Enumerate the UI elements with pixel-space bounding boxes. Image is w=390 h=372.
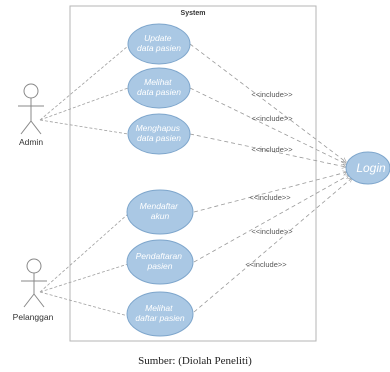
admin-associations xyxy=(39,45,129,135)
include-arrow-uc5 xyxy=(193,175,349,263)
use-case-melihat-data-pasien: Melihat data pasien xyxy=(127,67,191,109)
assoc-pelanggan-uc4 xyxy=(39,213,129,293)
uc4-line2: akun xyxy=(151,211,170,221)
svg-text:Mendaftar akun: Mendaftar akun xyxy=(140,201,181,221)
uc6-line1: Melihat xyxy=(145,303,173,313)
svg-text:Melihat data pasien: Melihat data pasien xyxy=(137,77,181,97)
use-case-login: Login xyxy=(345,151,390,185)
assoc-pelanggan-uc6 xyxy=(39,291,129,317)
include-arrow-uc3 xyxy=(189,133,346,167)
uc3-line1: Menghapus xyxy=(136,123,181,133)
include-label-1: <<include>> xyxy=(251,90,293,99)
svg-text:Update data pasien: Update data pasien xyxy=(137,33,181,53)
figure-caption: Sumber: (Diolah Peneliti) xyxy=(138,355,252,367)
include-label-5: <<include>> xyxy=(251,227,293,236)
use-case-melihat-daftar-pasien: Melihat daftar pasien xyxy=(126,291,194,337)
svg-text:Melihat daftar pasien: Melihat daftar pasien xyxy=(135,303,184,323)
assoc-admin-uc1 xyxy=(39,45,129,121)
uc1-line1: Update xyxy=(144,33,172,43)
use-case-pendaftaran-pasien: Pendaftaran pasien xyxy=(126,239,194,285)
uc2-line1: Melihat xyxy=(144,77,172,87)
include-arrow-uc2 xyxy=(189,87,346,164)
assoc-admin-uc2 xyxy=(39,87,129,121)
use-case-menghapus-data-pasien: Menghapus data pasien xyxy=(127,113,191,155)
include-labels: <<include>> <<include>> <<include>> <<in… xyxy=(245,90,293,269)
uc5-line1: Pendaftaran xyxy=(136,251,183,261)
system-label: System xyxy=(181,10,206,17)
actor-admin xyxy=(18,83,44,135)
uc6-line2: daftar pasien xyxy=(135,313,184,323)
include-label-2: <<include>> xyxy=(251,114,293,123)
include-label-6: <<include>> xyxy=(245,260,287,269)
include-arrow-uc4 xyxy=(193,172,347,213)
svg-text:Menghapus data pasien: Menghapus data pasien xyxy=(136,123,183,143)
actor-pelanggan-label: Pelanggan xyxy=(13,312,54,322)
login-label: Login xyxy=(356,161,386,175)
uc2-line2: data pasien xyxy=(137,87,181,97)
include-arrows xyxy=(189,43,352,313)
include-label-3: <<include>> xyxy=(251,145,293,154)
actor-pelanggan-head xyxy=(26,258,42,274)
pelanggan-associations xyxy=(39,213,129,317)
uc4-line1: Mendaftar xyxy=(140,201,179,211)
use-case-update-data-pasien: Update data pasien xyxy=(127,23,191,65)
uc3-line2: data pasien xyxy=(137,133,181,143)
system-boundary xyxy=(69,5,317,342)
uc5-line2: pasien xyxy=(146,261,172,271)
assoc-pelanggan-uc5 xyxy=(39,263,129,293)
actor-admin-head xyxy=(23,83,39,99)
actor-admin-label: Admin xyxy=(19,137,43,147)
use-case-mendaftar-akun: Mendaftar akun xyxy=(126,189,194,235)
actor-pelanggan xyxy=(21,258,47,308)
include-arrow-uc1 xyxy=(189,43,346,162)
uc1-line2: data pasien xyxy=(137,43,181,53)
include-label-4: <<include>> xyxy=(249,193,291,202)
svg-text:Pendaftaran pasien: Pendaftaran pasien xyxy=(136,251,185,271)
